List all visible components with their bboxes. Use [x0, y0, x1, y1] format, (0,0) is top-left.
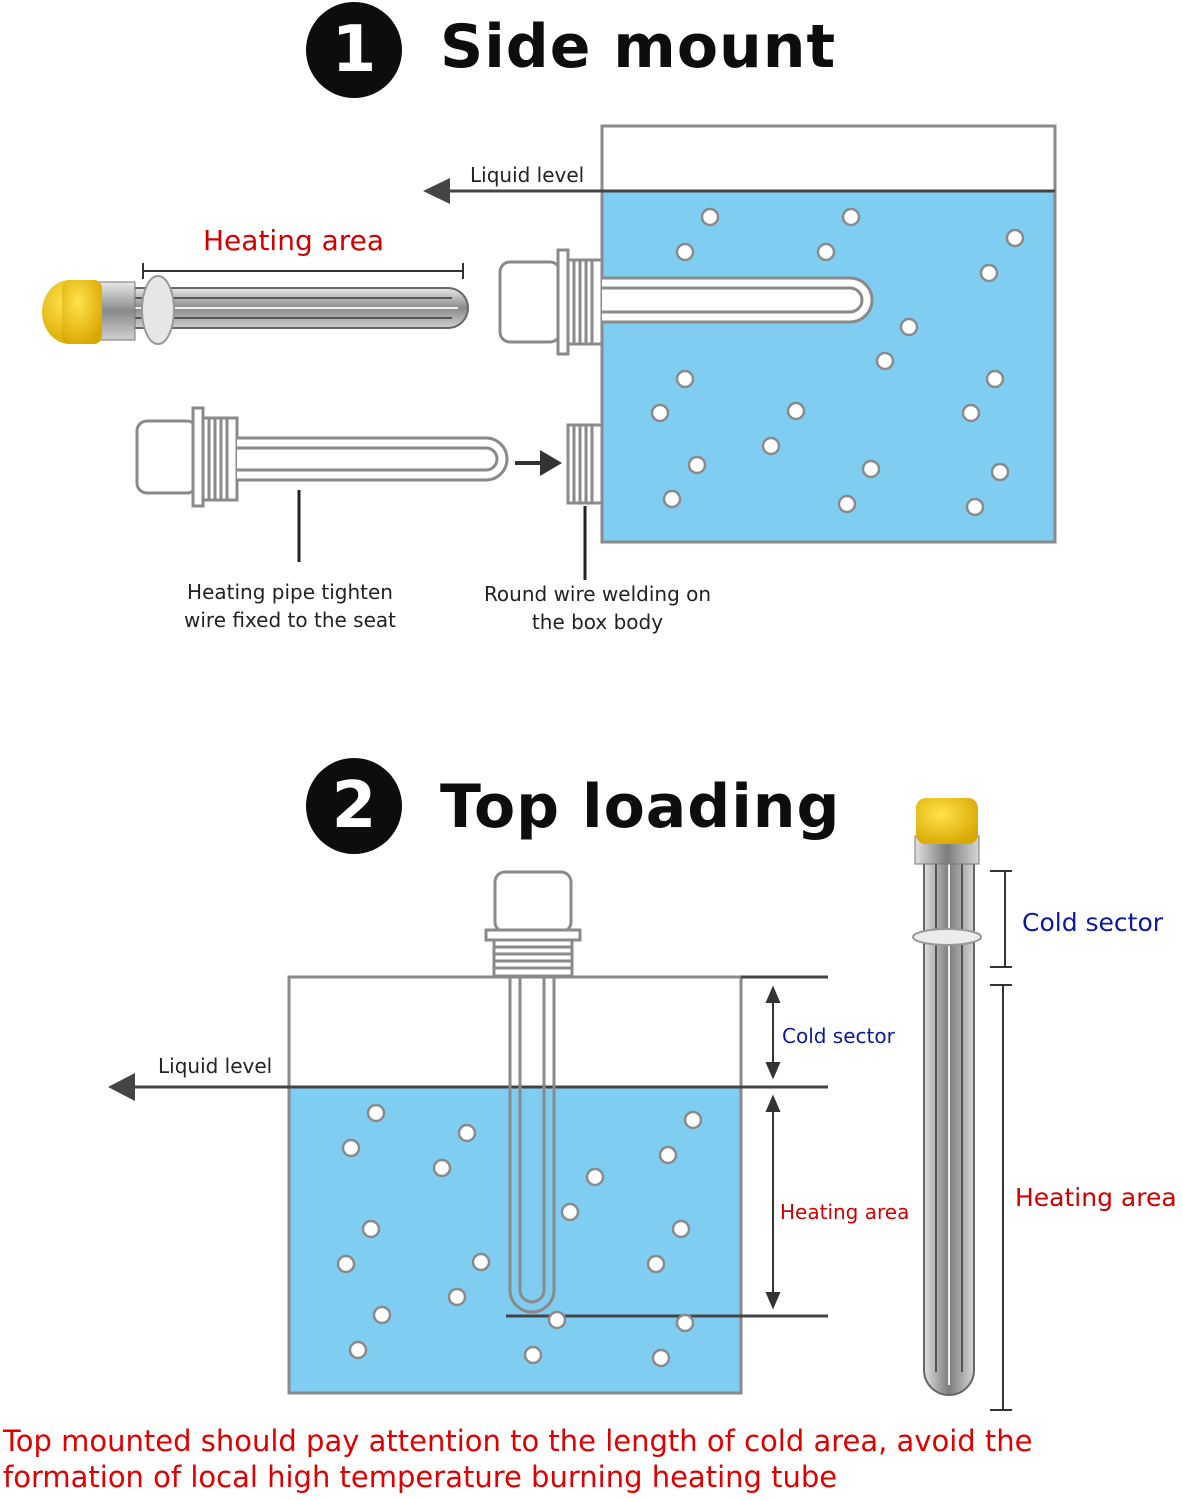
photo-heating-area-label: Heating area	[1015, 1183, 1177, 1212]
bubble-icon	[687, 455, 707, 475]
bubble-icon	[683, 1110, 703, 1130]
bubble-icon	[646, 1254, 666, 1274]
bubble-icon	[658, 1145, 678, 1165]
bubble-icon	[651, 1348, 671, 1368]
section2-number-badge: 2	[306, 758, 402, 854]
bubble-icon	[985, 369, 1005, 389]
bubble-icon	[979, 263, 999, 283]
bubble-icon	[1005, 228, 1025, 248]
bubble-icon	[447, 1287, 467, 1307]
bubble-icon	[675, 242, 695, 262]
caption-round-wire: Round wire welding on the box body	[483, 582, 712, 634]
bubble-icon	[761, 436, 781, 456]
cold-sector-dimension	[765, 985, 781, 1080]
bubble-icon	[662, 489, 682, 509]
top-cold-sector-label: Cold sector	[782, 1024, 895, 1048]
bubble-icon	[457, 1123, 477, 1143]
section1-number-badge: 1	[306, 2, 402, 98]
bubble-icon	[366, 1103, 386, 1123]
photo-cold-sector-label: Cold sector	[1022, 908, 1164, 937]
section2-title: Top loading	[440, 772, 841, 842]
bubble-icon	[961, 403, 981, 423]
bubble-icon	[671, 1219, 691, 1239]
bubble-icon	[348, 1340, 368, 1360]
heater-photo-icon	[912, 798, 982, 1396]
bubble-icon	[341, 1138, 361, 1158]
welded-seat	[566, 423, 604, 505]
heating-area-dimension-top	[765, 1094, 781, 1310]
top-heating-area-label: Heating area	[780, 1200, 910, 1224]
top-tank-water	[289, 1088, 741, 1393]
bubble-icon	[432, 1158, 452, 1178]
bubble-icon	[547, 1310, 567, 1330]
bubble-icon	[650, 403, 670, 423]
side-installed-heater	[498, 248, 874, 356]
bubble-icon	[675, 1313, 695, 1333]
top-liquid-level-label: Liquid level	[158, 1054, 273, 1078]
bubble-icon	[361, 1219, 381, 1239]
top-installed-heater	[484, 870, 582, 1314]
bubble-icon	[675, 369, 695, 389]
bubble-icon	[523, 1345, 543, 1365]
arrow-left-icon	[108, 1073, 135, 1101]
bubble-icon	[965, 497, 985, 517]
bubble-icon	[875, 351, 895, 371]
arrow-left-icon	[423, 178, 450, 204]
side-heating-area-label: Heating area	[203, 224, 385, 257]
bubble-icon	[861, 459, 881, 479]
heater-photo-icon	[42, 275, 469, 345]
bubble-icon	[816, 242, 836, 262]
footer-warning-note: Top mounted should pay attention to the …	[3, 1424, 1033, 1494]
bubble-icon	[585, 1167, 605, 1187]
side-bubbles	[650, 207, 1025, 517]
bubble-icon	[837, 494, 857, 514]
section1-title: Side mount	[440, 12, 837, 82]
bubble-icon	[372, 1305, 392, 1325]
side-loose-heater	[135, 406, 509, 508]
bubble-icon	[560, 1202, 580, 1222]
top-bubbles	[336, 1103, 703, 1368]
bubble-icon	[786, 401, 806, 421]
bubble-icon	[990, 462, 1010, 482]
photo-cold-dimension	[990, 870, 1012, 968]
bubble-icon	[841, 207, 861, 227]
bubble-icon	[336, 1254, 356, 1274]
bubble-icon	[700, 207, 720, 227]
side-liquid-level-label: Liquid level	[470, 163, 585, 187]
caption-heating-pipe: Heating pipe tighten wire fixed to the s…	[184, 580, 396, 632]
bubble-icon	[899, 317, 919, 337]
photo-heating-dimension	[990, 984, 1012, 1411]
bubble-icon	[471, 1252, 491, 1272]
